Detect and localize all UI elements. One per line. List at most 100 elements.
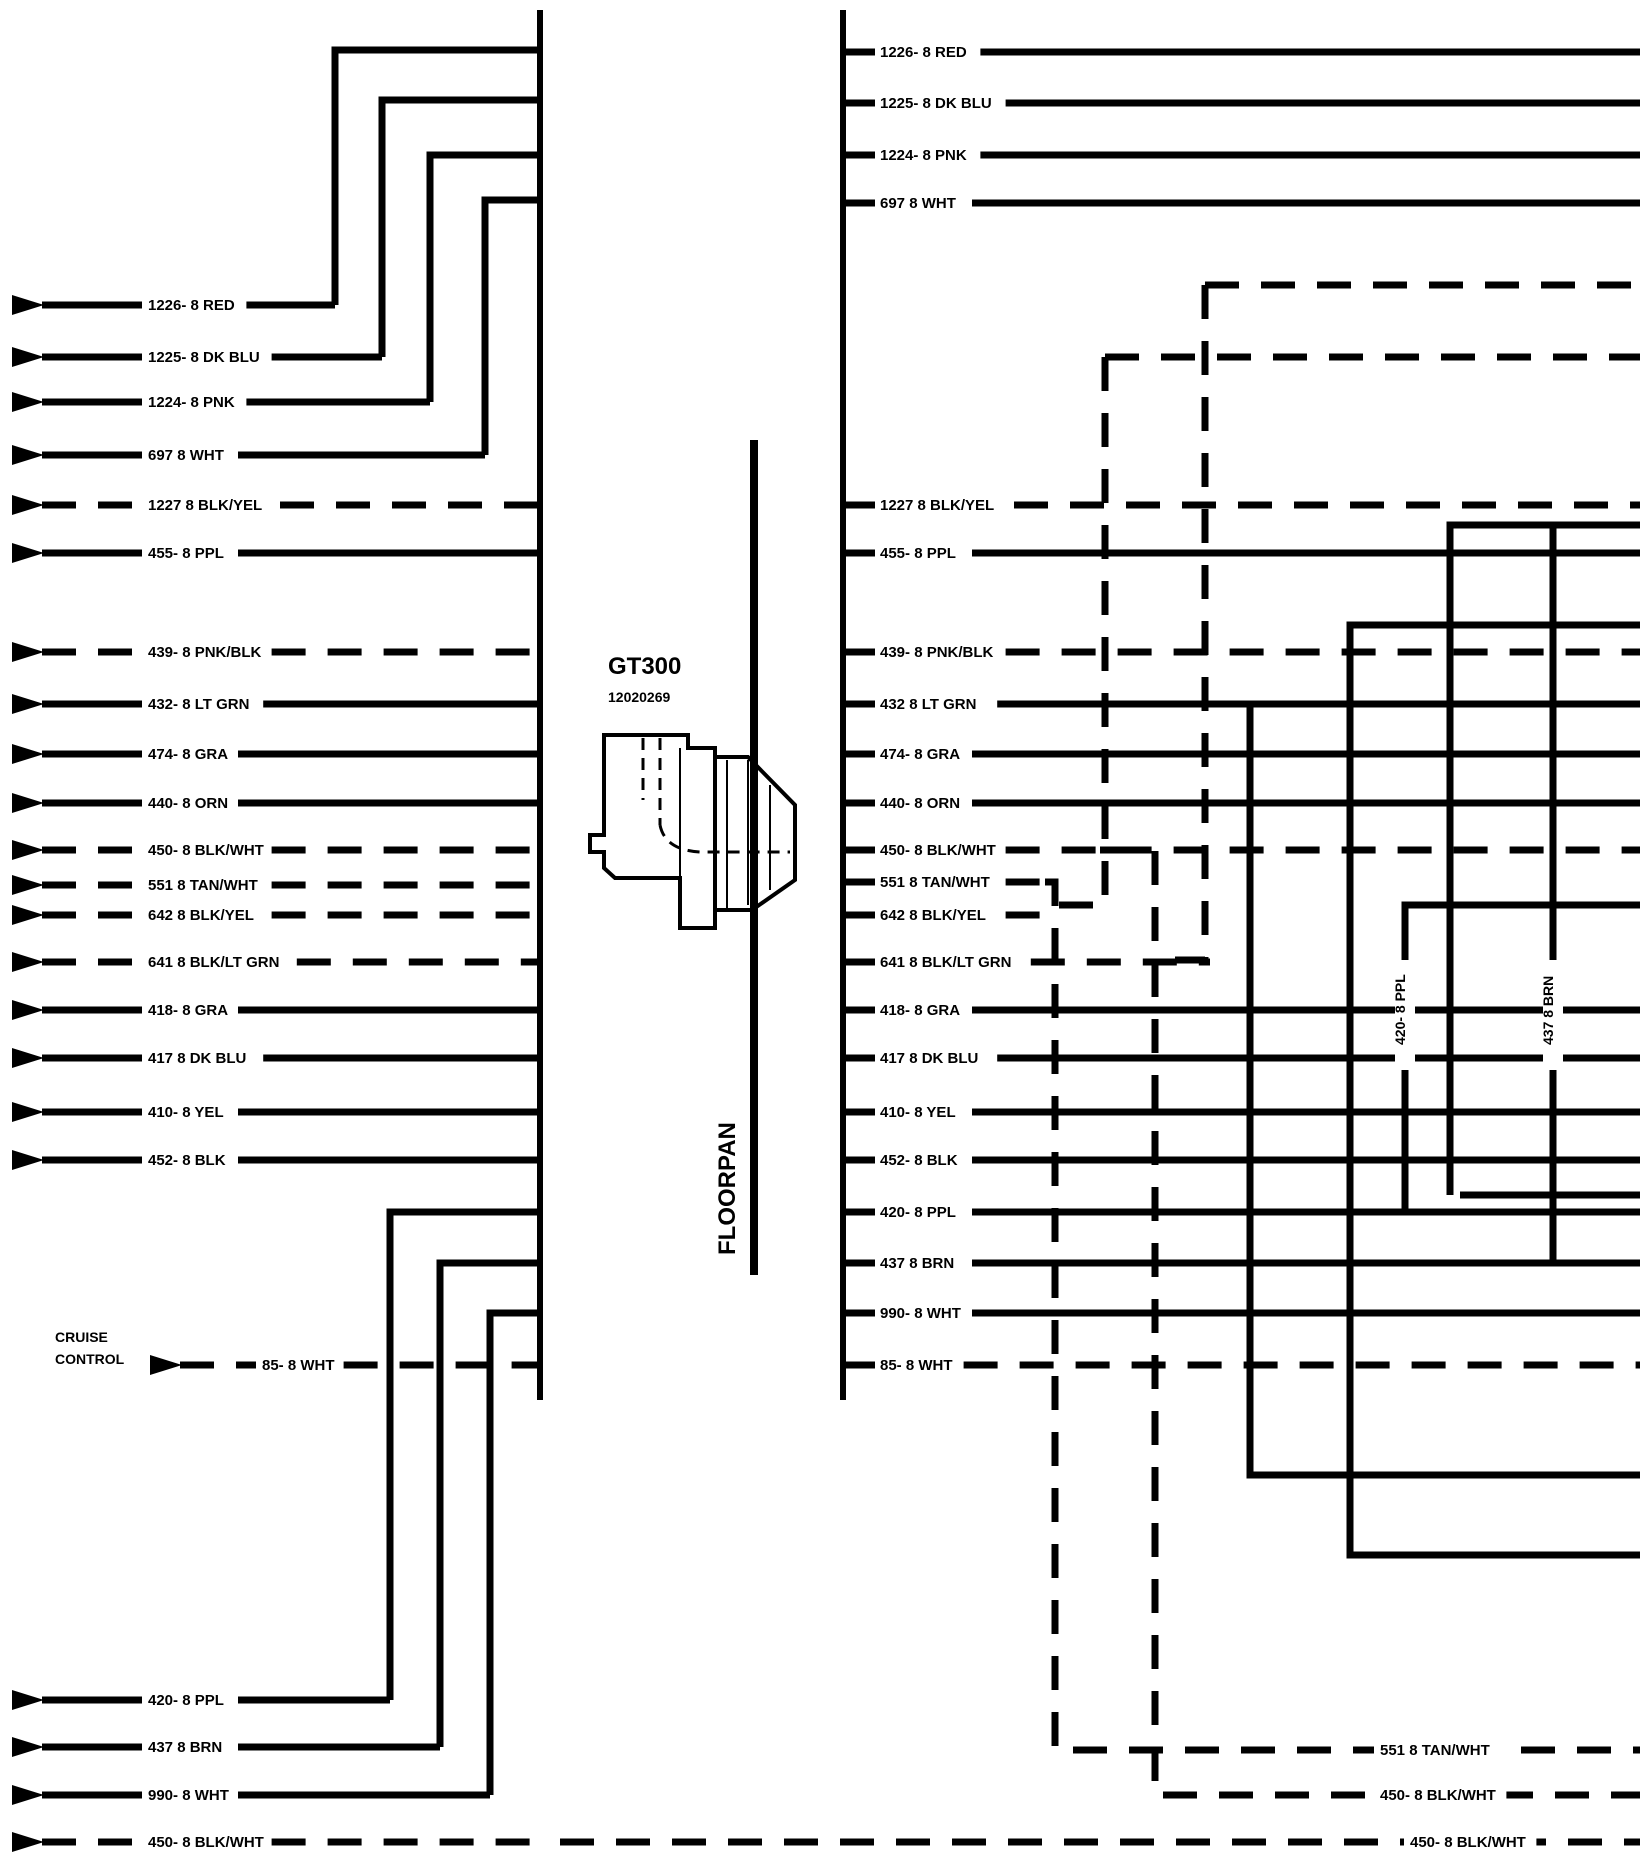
bottom-right-label-1: 450- 8 BLK/WHT	[1380, 1787, 1496, 1804]
wire-arrow-icon	[150, 1355, 182, 1375]
connector-part-number: 12020269	[608, 689, 671, 705]
right-wire-label: 1227 8 BLK/YEL	[880, 497, 994, 514]
right-wire-697-8-wht: 697 8 WHT	[843, 195, 1640, 212]
right-wire-label: 450- 8 BLK/WHT	[880, 842, 996, 859]
right-wire-432-8-lt-grn: 432 8 LT GRN	[843, 696, 1640, 713]
right-wire-label: 474- 8 GRA	[880, 746, 960, 763]
left-wire-439-8-pnk-blk: 439- 8 PNK/BLK	[12, 642, 540, 662]
right-wire-label: 452- 8 BLK	[880, 1152, 958, 1169]
right-wire-label: 420- 8 PPL	[880, 1204, 956, 1221]
bottom-right-label-0: 551 8 TAN/WHT	[1380, 1742, 1490, 1759]
right-route-10	[1346, 1058, 1640, 1559]
wire-arrow-icon	[12, 875, 44, 895]
left-wire-label: 641 8 BLK/LT GRN	[148, 954, 279, 971]
right-wire-label: 85- 8 WHT	[880, 1357, 953, 1374]
right-wire-label: 990- 8 WHT	[880, 1305, 961, 1322]
connector-name: GT300	[608, 653, 681, 680]
wire-arrow-icon	[12, 1048, 44, 1068]
right-wire-642-8-blk-yel: 642 8 BLK/YEL	[843, 907, 1045, 924]
right-route-1	[1175, 285, 1209, 964]
left-route-2	[426, 151, 540, 402]
left-wire-label: 420- 8 PPL	[148, 1692, 224, 1709]
right-wire-440-8-orn: 440- 8 ORN	[843, 795, 1640, 812]
wire-arrow-icon	[12, 445, 44, 465]
left-wire-697-8-wht: 697 8 WHT	[12, 445, 485, 465]
left-wire-label: 410- 8 YEL	[148, 1104, 224, 1121]
right-wire-label: 1224- 8 PNK	[880, 147, 967, 164]
left-wire-418-8-gra: 418- 8 GRA	[12, 1000, 540, 1020]
wire-arrow-icon	[12, 347, 44, 367]
wire-arrow-icon	[12, 392, 44, 412]
right-wire-1227-8-blk-yel: 1227 8 BLK/YEL	[843, 497, 1640, 514]
wire-arrow-icon	[12, 1150, 44, 1170]
left-wire-642-8-blk-yel: 642 8 BLK/YEL	[12, 905, 540, 925]
left-wire-label: 1226- 8 RED	[148, 297, 235, 314]
left-wire-450-8-blk-wht: 450- 8 BLK/WHT	[12, 840, 540, 860]
right-wire-label: 418- 8 GRA	[880, 1002, 960, 1019]
left-route-0	[331, 46, 540, 305]
left-wire-85-8-wht: 85- 8 WHT	[150, 1355, 540, 1375]
left-wire-410-8-yel: 410- 8 YEL	[12, 1102, 540, 1122]
left-wire-474-8-gra: 474- 8 GRA	[12, 744, 540, 764]
vertical-label-437-brn: 437 8 BRN	[1540, 976, 1556, 1045]
right-wire-452-8-blk: 452- 8 BLK	[843, 1152, 1640, 1169]
left-wire-label: 1224- 8 PNK	[148, 394, 235, 411]
cruise-control-label-line2: CONTROL	[55, 1351, 125, 1367]
left-wire-label: 990- 8 WHT	[148, 1787, 229, 1804]
right-route-3	[1050, 357, 1109, 909]
left-wire-440-8-orn: 440- 8 ORN	[12, 793, 540, 813]
right-wire-439-8-pnk-blk: 439- 8 PNK/BLK	[843, 644, 1640, 661]
left-wire-420-8-ppl: 420- 8 PPL	[12, 1690, 390, 1710]
wire-arrow-icon	[12, 1737, 44, 1757]
wire-arrow-icon	[12, 793, 44, 813]
right-wire-1226-8-red: 1226- 8 RED	[843, 44, 1640, 61]
left-wire-1224-8-pnk: 1224- 8 PNK	[12, 392, 430, 412]
right-route-8	[1246, 704, 1640, 1479]
left-wire-455-8-ppl: 455- 8 PPL	[12, 543, 540, 563]
right-wire-474-8-gra: 474- 8 GRA	[843, 746, 1640, 763]
left-wire-417-8-dk-blu: 417 8 DK BLU	[12, 1048, 540, 1068]
wire-routing	[331, 46, 1640, 1846]
right-route-9	[1346, 621, 1640, 1058]
left-wires: 1226- 8 RED 1225- 8 DK BLU 1224- 8 PNK 697 …	[12, 295, 540, 1852]
right-wire-551-8-tan-wht: 551 8 TAN/WHT	[843, 874, 1045, 891]
left-wire-label: 551 8 TAN/WHT	[148, 877, 258, 894]
wire-arrow-icon	[12, 295, 44, 315]
left-wire-450-8-blk-wht: 450- 8 BLK/WHT	[12, 1832, 540, 1852]
left-wire-label: 697 8 WHT	[148, 447, 224, 464]
right-wire-1225-8-dk-blu: 1225- 8 DK BLU	[843, 95, 1640, 112]
left-wire-label: 439- 8 PNK/BLK	[148, 644, 262, 661]
left-wire-label: 432- 8 LT GRN	[148, 696, 249, 713]
right-wire-418-8-gra: 418- 8 GRA	[843, 1002, 1640, 1019]
vertical-label-420-ppl: 420- 8 PPL	[1392, 974, 1408, 1045]
left-wire-432-8-lt-grn: 432- 8 LT GRN	[12, 694, 540, 714]
right-wire-label: 551 8 TAN/WHT	[880, 874, 990, 891]
right-wire-label: 440- 8 ORN	[880, 795, 960, 812]
label-backdrop	[1374, 1739, 1507, 1761]
right-wire-450-8-blk-wht: 450- 8 BLK/WHT	[843, 842, 1640, 859]
left-wire-641-8-blk-lt-grn: 641 8 BLK/LT GRN	[12, 952, 540, 972]
left-wire-label: 452- 8 BLK	[148, 1152, 226, 1169]
bottom-right-label-2: 450- 8 BLK/WHT	[1410, 1834, 1526, 1851]
right-wire-label: 455- 8 PPL	[880, 545, 956, 562]
connector-icon	[588, 733, 797, 930]
right-wire-label: 410- 8 YEL	[880, 1104, 956, 1121]
wire-arrow-icon	[12, 543, 44, 563]
wire-arrow-icon	[12, 1785, 44, 1805]
right-wire-label: 697 8 WHT	[880, 195, 956, 212]
right-wire-label: 1226- 8 RED	[880, 44, 967, 61]
right-wires: 1226- 8 RED 1225- 8 DK BLU 1224- 8 PNK 697 …	[843, 44, 1640, 1374]
right-wire-417-8-dk-blu: 417 8 DK BLU	[843, 1050, 1640, 1067]
left-wire-990-8-wht: 990- 8 WHT	[12, 1785, 490, 1805]
left-route-3	[481, 196, 540, 455]
right-route-6	[1200, 521, 1640, 557]
wire-arrow-icon	[12, 840, 44, 860]
left-wire-label: 417 8 DK BLU	[148, 1050, 246, 1067]
wire-arrow-icon	[12, 495, 44, 515]
right-wire-1224-8-pnk: 1224- 8 PNK	[843, 147, 1640, 164]
left-wire-1227-8-blk-yel: 1227 8 BLK/YEL	[12, 495, 540, 515]
left-wire-1225-8-dk-blu: 1225- 8 DK BLU	[12, 347, 382, 367]
cruise-control-label-line1: CRUISE	[55, 1329, 108, 1345]
vertical-label-backdrop	[1543, 960, 1563, 1070]
